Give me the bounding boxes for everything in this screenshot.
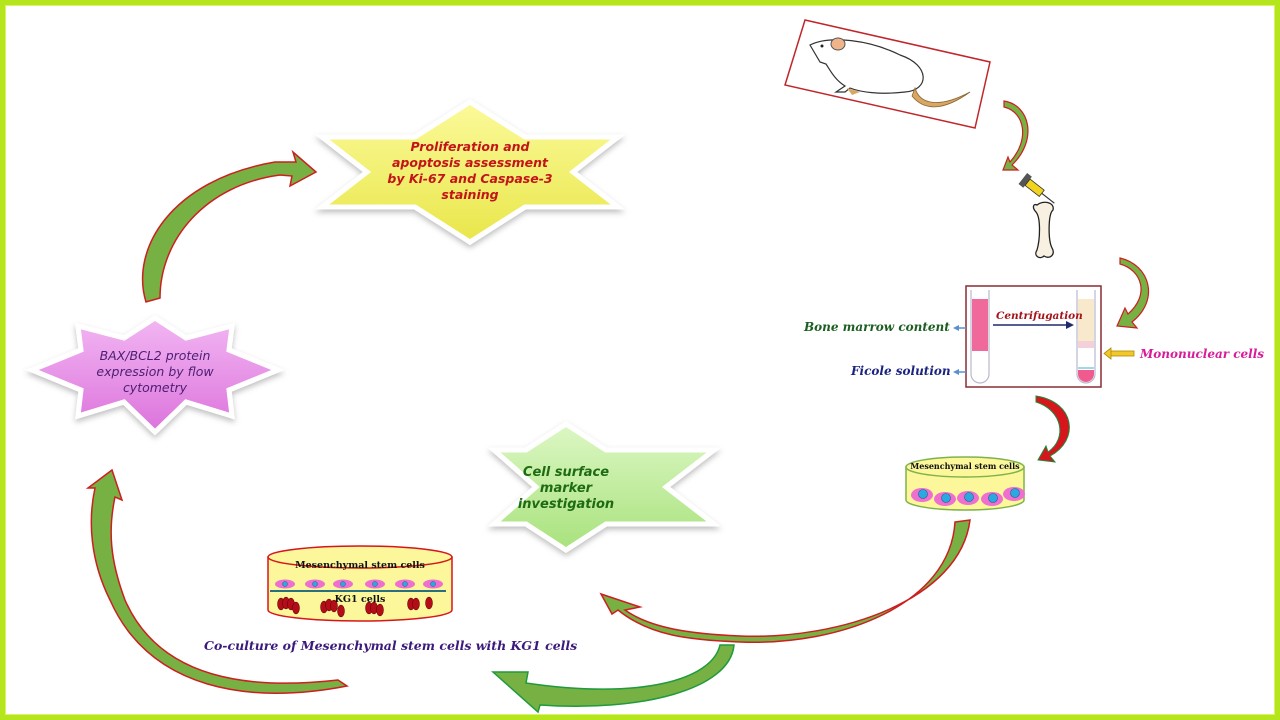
msc-nucleus xyxy=(372,581,378,587)
surface-line-2: marker xyxy=(539,481,593,496)
syringe-icon xyxy=(1018,173,1055,204)
coculture-dish-icon xyxy=(267,545,453,622)
bone-marrow-content-label: Bone marrow content xyxy=(804,320,950,334)
arrow-bone-to-centrifuge xyxy=(1116,257,1149,329)
proliferation-line-2: apoptosis assessment xyxy=(391,155,549,170)
proliferation-line-4: staining xyxy=(441,187,499,202)
msc-nucleus xyxy=(918,489,928,499)
arrow-centrifuge-to-msc xyxy=(1035,395,1070,463)
ficole-pointer xyxy=(953,369,966,375)
bax-bcl2-star xyxy=(25,315,285,436)
bax-line-1: BAX/BCL2 protein xyxy=(99,348,211,363)
kg1-cell xyxy=(330,599,338,613)
kg1-cell xyxy=(376,603,384,617)
coculture-caption: Co-culture of Mesenchymal stem cells wit… xyxy=(204,638,578,653)
kg1-cell xyxy=(412,597,420,611)
msc-nucleus xyxy=(941,493,951,503)
kg1-cell xyxy=(425,596,433,610)
msc-nucleus xyxy=(340,581,346,587)
arrow-msc-to-cell-surface xyxy=(599,519,971,644)
coculture-msc-label: Mesenchymal stem cells xyxy=(295,560,425,571)
ficole-solution-label: Ficole solution xyxy=(851,364,951,378)
kg1-cell xyxy=(292,601,300,615)
proliferation-line-1: Proliferation and xyxy=(410,139,530,154)
surface-line-3: investigation xyxy=(517,497,615,512)
bone-marrow-pointer xyxy=(953,325,966,331)
proliferation-star xyxy=(314,99,626,245)
mononuclear-pointer xyxy=(1103,347,1135,360)
proliferation-line-3: by Ki-67 and Caspase-3 xyxy=(387,171,553,186)
test-tube-icon xyxy=(1076,290,1096,384)
culture-dish-icon xyxy=(905,456,1025,511)
cell-surface-star xyxy=(487,421,722,553)
msc-nucleus xyxy=(1010,488,1020,498)
bone-icon xyxy=(1032,201,1054,259)
bax-line-3: cytometry xyxy=(122,380,188,395)
surface-line-1: Cell surface xyxy=(522,465,610,480)
centrifugation-label: Centrifugation xyxy=(996,310,1083,322)
msc-nucleus xyxy=(430,581,436,587)
msc-nucleus xyxy=(402,581,408,587)
cell-surface-label: Cell surface marker investigation xyxy=(506,465,626,513)
kg1-cell xyxy=(337,604,345,618)
centrifuge-panel xyxy=(965,285,1102,388)
mouse-icon xyxy=(784,19,991,129)
coculture-kg1-label: KG1 cells xyxy=(334,594,386,605)
arrow-mouse-to-syringe xyxy=(1002,100,1029,171)
msc-nucleus xyxy=(312,581,318,587)
arrow-bax-to-proliferation xyxy=(141,149,318,303)
arrow-coculture-to-bax xyxy=(85,468,349,694)
msc-nucleus xyxy=(282,581,288,587)
mononuclear-cells-label: Mononuclear cells xyxy=(1140,347,1265,361)
bax-bcl2-label: BAX/BCL2 protein expression by flow cyto… xyxy=(60,348,250,396)
proliferation-label: Proliferation and apoptosis assessment b… xyxy=(360,139,580,203)
msc-dish-label: Mesenchymal stem cells xyxy=(910,461,1020,471)
test-tube-icon xyxy=(970,290,990,384)
msc-nucleus xyxy=(964,492,974,502)
msc-nucleus xyxy=(988,493,998,503)
arrow-to-coculture xyxy=(491,644,735,714)
bax-line-2: expression by flow xyxy=(96,364,214,379)
